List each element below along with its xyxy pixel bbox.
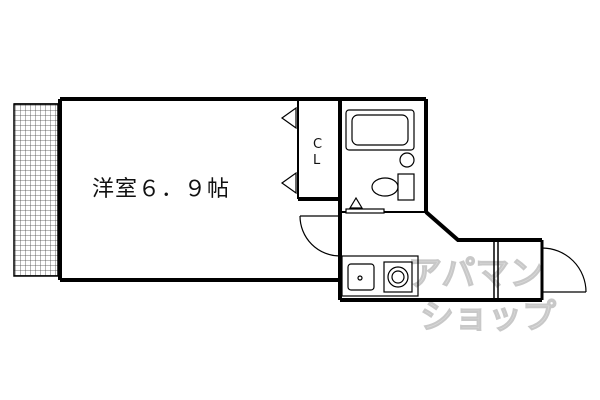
- washbasin-icon: [399, 152, 415, 168]
- closet-label-l: L: [313, 153, 321, 168]
- toilet-icon: [371, 173, 415, 201]
- kitchen-counter: [341, 255, 419, 297]
- balcony: [13, 103, 59, 277]
- entrance-door: [541, 247, 587, 293]
- closet-markers: [280, 106, 297, 195]
- bathtub-icon: [345, 109, 415, 151]
- bathroom-door: [345, 196, 385, 214]
- room-label: 洋室６．９帖: [92, 177, 230, 202]
- room-door: [299, 215, 341, 257]
- watermark: アパマン ショップ: [408, 254, 557, 338]
- watermark-line2: ショップ: [420, 297, 556, 337]
- watermark-line1: アパマン: [408, 254, 543, 294]
- closet-label-c: C: [313, 137, 322, 152]
- stove-icon: [383, 261, 413, 293]
